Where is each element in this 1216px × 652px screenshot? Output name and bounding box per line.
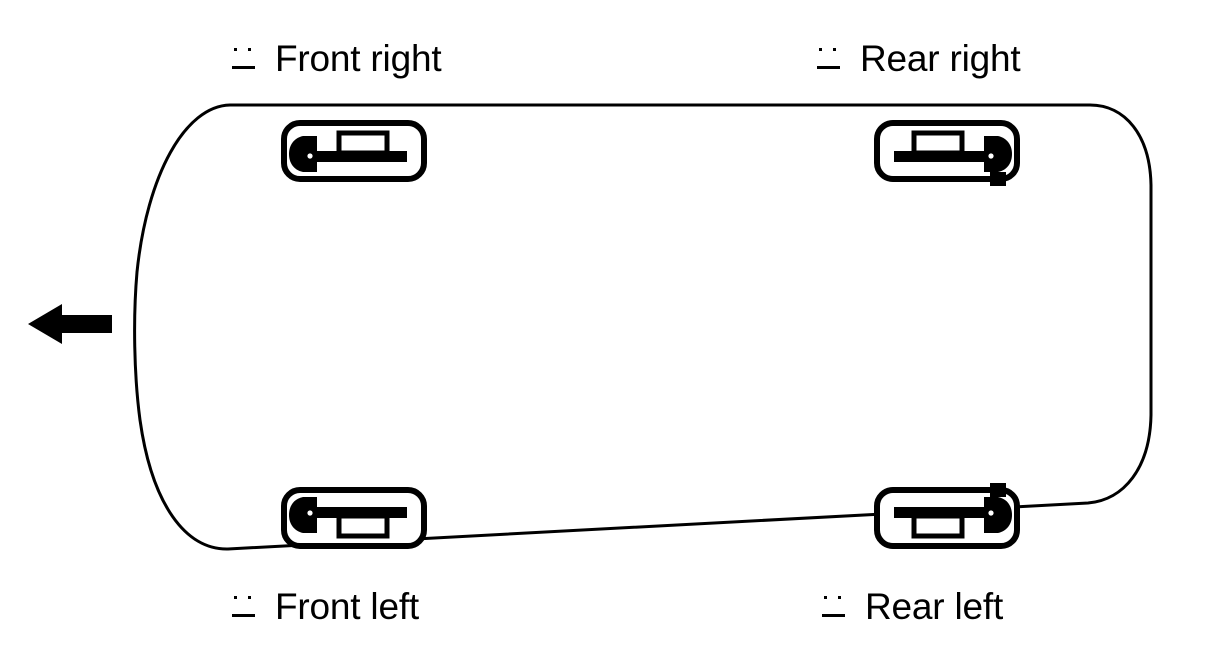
sensor-body-block — [911, 130, 965, 156]
label-rear-left: Rear left — [821, 588, 1003, 625]
sensor-shaft — [894, 507, 994, 518]
sensor-connector — [289, 136, 317, 172]
sensor-body-block — [911, 513, 965, 539]
sensor-body-block — [336, 130, 390, 156]
label-front-right-text: Front right — [275, 38, 442, 79]
sensor-connector — [289, 497, 317, 533]
sensor-mount-tab — [990, 172, 1006, 186]
sensor-shaft — [307, 151, 407, 162]
sensor-connector-pin — [988, 153, 994, 159]
sensor-connector-pin — [988, 510, 994, 516]
sensor-connector-pin — [307, 153, 313, 159]
arrow-shape — [28, 304, 112, 344]
sensor-shaft — [894, 151, 994, 162]
sensor-connector — [984, 497, 1012, 533]
label-front-left-text: Front left — [275, 586, 419, 627]
dotted-line-marker-icon — [231, 594, 257, 620]
sensor-front-left[interactable] — [281, 487, 427, 549]
sensor-mount-tab — [990, 483, 1006, 497]
dotted-line-marker-icon — [821, 594, 847, 620]
label-rear-right: Rear right — [816, 38, 1021, 79]
label-front-right: Front right — [231, 38, 442, 79]
sensor-shaft — [307, 507, 407, 518]
label-rear-right-text: Rear right — [860, 38, 1021, 79]
sensor-rear-left[interactable] — [874, 483, 1020, 549]
sensor-front-right[interactable] — [281, 120, 427, 182]
sensor-rear-right[interactable] — [874, 120, 1020, 186]
vehicle-body-path — [133, 103, 1153, 551]
sensor-connector-pin — [307, 510, 313, 516]
sensor-connector — [984, 136, 1012, 172]
sensor-body-block — [336, 513, 390, 539]
label-rear-left-text: Rear left — [865, 586, 1004, 627]
dotted-line-marker-icon — [816, 46, 842, 72]
dotted-line-marker-icon — [231, 46, 257, 72]
label-front-left: Front left — [231, 588, 419, 625]
direction-of-travel-arrow — [28, 300, 112, 348]
